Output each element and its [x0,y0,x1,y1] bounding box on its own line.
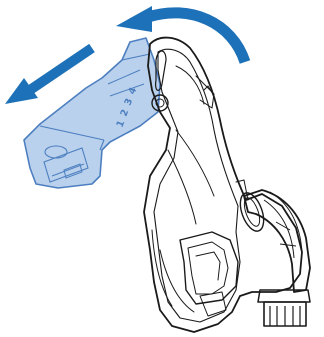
elbow-connector [239,189,311,327]
scale-number: 1 [115,119,128,129]
detachable-clip: 1 2 3 4 [23,37,161,189]
lower-clip [179,231,239,305]
scale-number: 2 [119,108,132,118]
straight-arrow-icon [5,43,95,104]
tube-port [263,301,307,327]
scale-number: 4 [127,86,140,97]
scale-number: 3 [123,97,136,107]
curved-arrow-icon [116,6,251,64]
pivot-knob [151,94,169,112]
clip-pad-detail [43,147,89,183]
mask-frame [143,36,303,333]
scale-numbers: 1 2 3 4 [115,86,140,130]
